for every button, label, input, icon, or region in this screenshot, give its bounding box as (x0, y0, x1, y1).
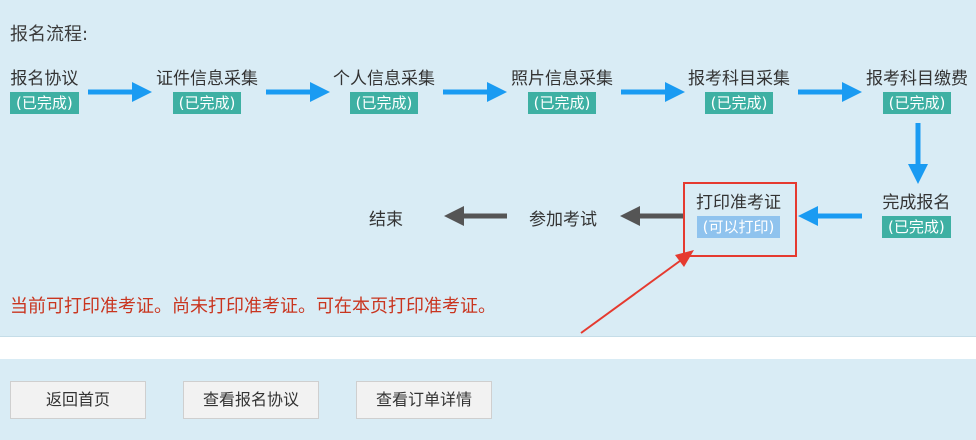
process-title: 报名流程: (10, 24, 89, 45)
step-complete: 完成报名 (已完成) (882, 192, 951, 238)
status-badge: (已完成) (704, 92, 774, 114)
highlight-box (683, 182, 797, 257)
step-label: 完成报名 (882, 193, 951, 213)
status-message: 当前可打印准考证。尚未打印准考证。可在本页打印准考证。 (10, 296, 496, 317)
step-id-info: 证件信息采集 (已完成) (156, 68, 258, 114)
back-home-button[interactable]: 返回首页 (10, 381, 146, 419)
status-badge: (已完成) (882, 92, 952, 114)
status-badge: (已完成) (10, 92, 79, 114)
step-label: 打印准考证 (696, 193, 781, 213)
step-label: 照片信息采集 (511, 69, 613, 89)
step-print-ticket[interactable]: 打印准考证 (可以打印) (696, 192, 781, 238)
status-badge: (已完成) (349, 92, 419, 114)
step-label: 个人信息采集 (333, 69, 435, 89)
print-status-badge[interactable]: (可以打印) (696, 216, 781, 238)
step-label: 报考科目缴费 (866, 69, 968, 89)
step-end: 结束 (369, 210, 403, 230)
status-badge: (已完成) (172, 92, 242, 114)
step-photo-info: 照片信息采集 (已完成) (511, 68, 613, 114)
status-badge: (已完成) (527, 92, 597, 114)
step-subject-collection: 报考科目采集 (已完成) (688, 68, 790, 114)
process-panel (0, 0, 976, 337)
step-subject-payment: 报考科目缴费 (已完成) (866, 68, 968, 114)
step-take-exam: 参加考试 (529, 210, 597, 230)
status-badge: (已完成) (882, 216, 951, 238)
view-order-button[interactable]: 查看订单详情 (356, 381, 492, 419)
view-agreement-button[interactable]: 查看报名协议 (183, 381, 319, 419)
step-personal-info: 个人信息采集 (已完成) (333, 68, 435, 114)
step-label: 报名协议 (10, 69, 79, 89)
step-agreement: 报名协议 (已完成) (10, 68, 79, 114)
step-label: 证件信息采集 (156, 69, 258, 89)
divider (0, 337, 976, 359)
step-label: 报考科目采集 (688, 69, 790, 89)
